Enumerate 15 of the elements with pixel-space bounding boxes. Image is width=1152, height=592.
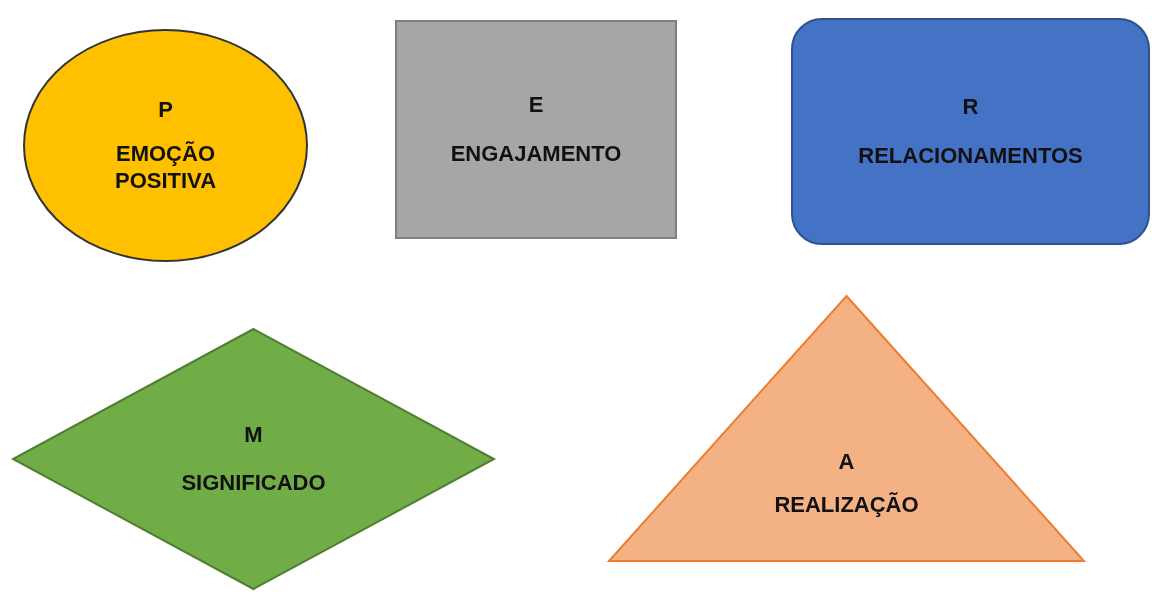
triangle-shape — [608, 295, 1085, 562]
node-letter: P — [158, 96, 173, 124]
diamond-shape — [12, 328, 495, 590]
node-letter: E — [528, 92, 544, 119]
node-label: ENGAJAMENTO — [450, 140, 622, 167]
node-letter: M — [244, 421, 263, 448]
node-letter: R — [962, 94, 979, 121]
node-label: RELACIONAMENTOS — [858, 142, 1083, 169]
oval-shape — [23, 29, 308, 262]
node-label: REALIZAÇÃO — [774, 491, 919, 518]
rectangle-shape — [395, 20, 677, 239]
node-label: SIGNIFICADO — [181, 470, 326, 497]
node-label: EMOÇÃO POSITIVA — [113, 141, 218, 195]
node-letter: A — [838, 449, 855, 476]
rounded-rectangle-shape — [791, 18, 1150, 245]
